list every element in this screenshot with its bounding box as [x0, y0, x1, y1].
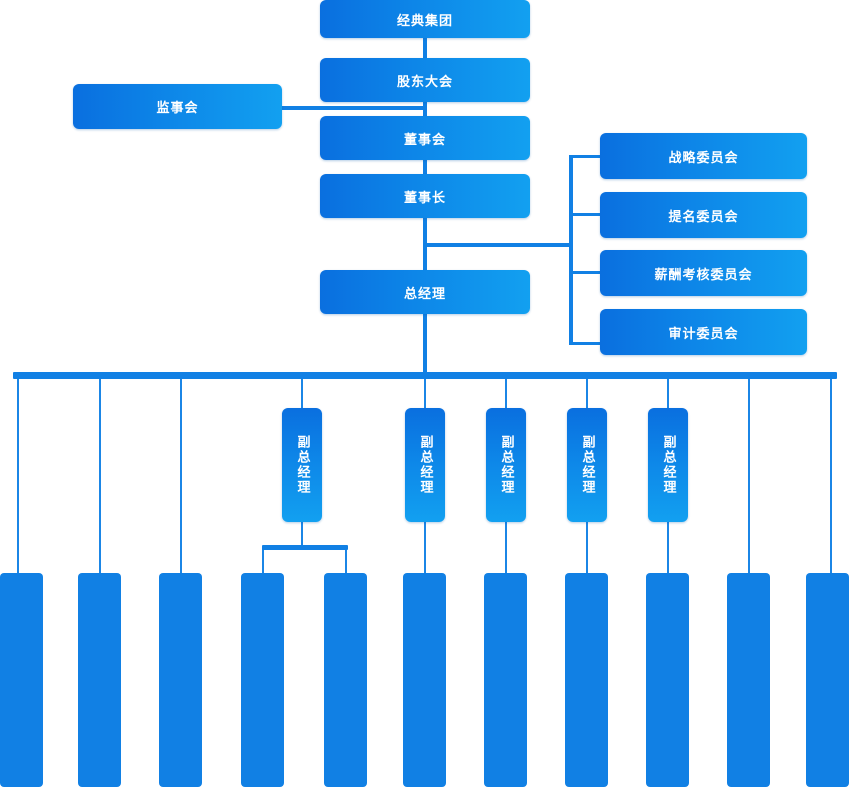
- connector-board-to-chairman: [423, 160, 427, 174]
- node-department-8[interactable]: [565, 573, 608, 787]
- connector-gm-to-bus: [423, 314, 427, 376]
- connector-deputy-2-down: [424, 520, 426, 573]
- node-chairman[interactable]: 董事长: [320, 174, 530, 218]
- connector-deputy-3-down: [505, 520, 507, 573]
- node-department-1[interactable]: [0, 573, 43, 787]
- node-group[interactable]: 经典集团: [320, 0, 530, 38]
- node-committee-strategy[interactable]: 战略委员会: [600, 133, 807, 179]
- node-department-5[interactable]: [324, 573, 367, 787]
- drop-line-deputy-2: [424, 378, 426, 410]
- node-deputy-gm-3[interactable]: 副总经理: [486, 408, 526, 522]
- node-deputy-gm-5[interactable]: 副总经理: [648, 408, 688, 522]
- connector-deputy-5-down: [667, 520, 669, 573]
- node-department-11[interactable]: [806, 573, 849, 787]
- connector-group-to-shareholders: [423, 36, 427, 58]
- node-committee-remuneration[interactable]: 薪酬考核委员会: [600, 250, 807, 296]
- drop-line-deputy-5: [667, 378, 669, 410]
- node-department-9[interactable]: [646, 573, 689, 787]
- node-deputy-gm-1[interactable]: 副总经理: [282, 408, 322, 522]
- node-board-of-supervisors[interactable]: 监事会: [73, 84, 282, 129]
- drop-line-deputy-3: [505, 378, 507, 410]
- node-deputy-gm-2[interactable]: 副总经理: [405, 408, 445, 522]
- drop-line-5: [830, 378, 832, 573]
- connector-committee-spine: [569, 155, 573, 345]
- drop-line-1: [17, 378, 19, 573]
- drop-line-deputy-4: [586, 378, 588, 410]
- drop-line-3: [180, 378, 182, 573]
- node-department-6[interactable]: [403, 573, 446, 787]
- connector-committee-4: [569, 342, 603, 345]
- node-department-4[interactable]: [241, 573, 284, 787]
- connector-committee-2: [569, 213, 603, 216]
- node-general-manager[interactable]: 总经理: [320, 270, 530, 314]
- drop-line-2: [99, 378, 101, 573]
- node-department-3[interactable]: [159, 573, 202, 787]
- connector-deputy-4-down: [586, 520, 588, 573]
- node-committee-nomination[interactable]: 提名委员会: [600, 192, 807, 238]
- drop-line-4: [748, 378, 750, 573]
- connector-deputy-1-leg-b: [345, 549, 347, 573]
- connector-committee-1: [569, 155, 603, 158]
- main-bus-bar: [13, 372, 837, 379]
- node-department-7[interactable]: [484, 573, 527, 787]
- node-shareholders-meeting[interactable]: 股东大会: [320, 58, 530, 102]
- connector-deputy-1-down: [301, 520, 303, 548]
- connector-spine-to-committees: [425, 243, 572, 247]
- connector-committee-3: [569, 271, 603, 274]
- node-department-10[interactable]: [727, 573, 770, 787]
- deputy-1-sub-bus: [262, 545, 348, 550]
- connector-supervisors-to-spine: [280, 106, 426, 110]
- node-board-of-directors[interactable]: 董事会: [320, 116, 530, 160]
- connector-deputy-1-leg-a: [262, 549, 264, 573]
- drop-line-deputy-1: [301, 378, 303, 410]
- node-deputy-gm-4[interactable]: 副总经理: [567, 408, 607, 522]
- node-committee-audit[interactable]: 审计委员会: [600, 309, 807, 355]
- node-department-2[interactable]: [78, 573, 121, 787]
